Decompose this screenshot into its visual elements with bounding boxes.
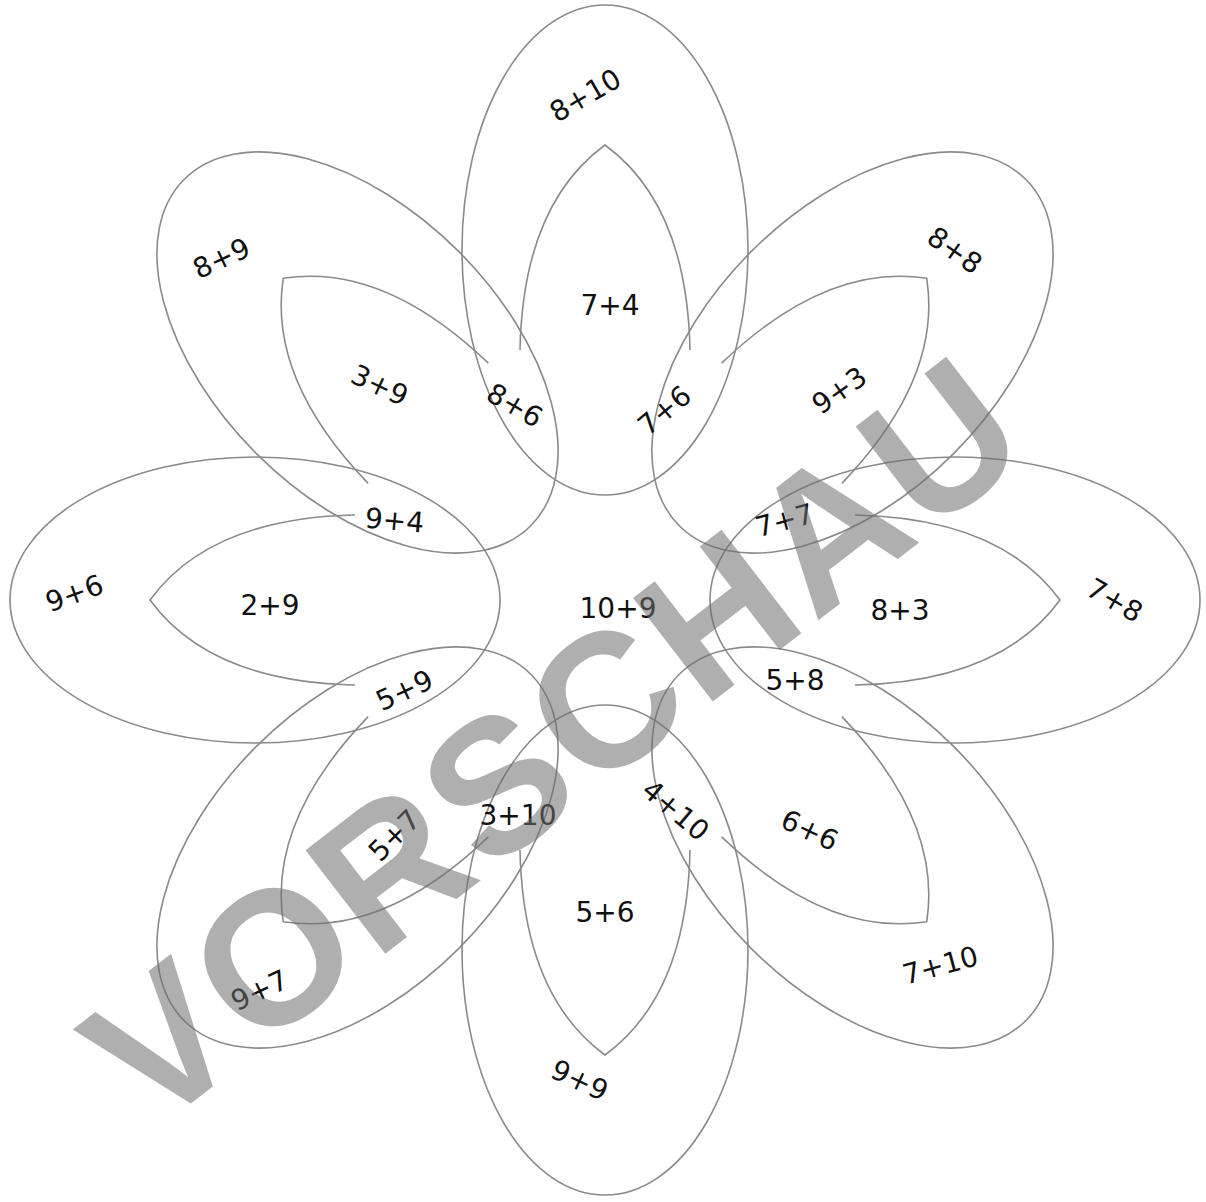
inner-leaf-outline xyxy=(281,276,488,483)
inner-leaf-outline xyxy=(520,145,690,350)
sum-task: 8+10 xyxy=(542,60,629,129)
sum-task: 7+8 xyxy=(1079,570,1150,630)
inner-leaf-outline xyxy=(722,717,929,924)
sum-task: 7+6 xyxy=(630,377,700,443)
sum-task: 7+4 xyxy=(578,289,641,322)
sum-task: 8+9 xyxy=(186,230,257,287)
sum-task: 8+8 xyxy=(920,218,991,281)
sum-task: 7+10 xyxy=(897,939,984,992)
sum-task: 9+4 xyxy=(362,501,428,539)
sum-task: 6+6 xyxy=(774,802,845,859)
sum-task: 9+6 xyxy=(40,567,111,620)
petal-outline xyxy=(462,5,748,495)
sum-task: 8+6 xyxy=(479,375,550,435)
sum-task: 5+6 xyxy=(573,896,636,929)
sum-task: 9+9 xyxy=(544,1052,615,1109)
inner-leaf-outline xyxy=(150,515,355,685)
sum-task: 2+9 xyxy=(238,589,301,622)
sum-task: 3+9 xyxy=(344,357,415,414)
petal-outline xyxy=(83,78,632,627)
